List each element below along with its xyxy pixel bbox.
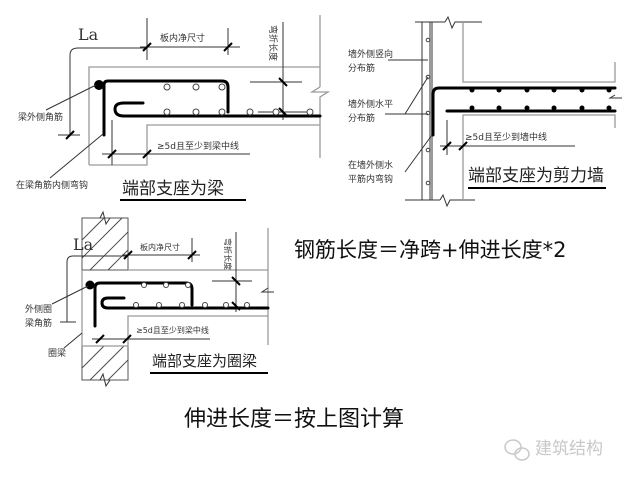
- watermark: 建筑结构: [504, 439, 603, 461]
- ringbeam-bend-length-label: 弯折长度: [223, 238, 233, 270]
- la-label: La: [78, 25, 99, 44]
- caption-beam: 端部支座为梁: [122, 179, 224, 199]
- outer-corner-label-1: 外侧圈: [25, 303, 52, 315]
- anchor-label: ≥5d且至少到梁中线: [157, 140, 239, 152]
- wall-hook-label-2: 平筋内弯钩: [348, 173, 393, 185]
- ringbeam-corner-bar: [85, 280, 95, 290]
- diagram-ringbeam-support: La 板内净尺寸 弯折长度 ≥5d且至少到梁中线 外侧圈 梁角筋 圈梁 端部: [25, 210, 274, 388]
- break-symbol: [309, 86, 331, 158]
- diagram-wall-support: ≥5d且至少到墙中线 墙外侧竖向 分布筋 墙外侧水平 分布筋 在墙外侧水 平筋内…: [348, 15, 622, 208]
- masonry-wall-bottom: [81, 345, 129, 381]
- ringbeam-outline-bottom: [81, 270, 268, 347]
- formula-secondary: 伸进长度＝按上图计算: [184, 407, 404, 432]
- formula-main: 钢筋长度＝净跨+伸进长度*2: [294, 238, 566, 262]
- wall-slab-outline-top: [462, 22, 616, 83]
- outer-corner-label-2: 梁角筋: [25, 317, 52, 329]
- ringbeam-top-rebar: [93, 281, 194, 328]
- ringbeam-la-label: La: [73, 235, 94, 254]
- wall-top-rebar: [431, 86, 617, 137]
- beam-outline-bottom: [89, 124, 320, 166]
- slab-clear-label: 板内净尺寸: [160, 32, 205, 44]
- caption-ringbeam: 端部支座为圈梁: [152, 352, 257, 370]
- wall-horizontal-label-2: 分布筋: [348, 112, 375, 124]
- ringbeam-anchor-label: ≥5d且至少到梁中线: [136, 325, 209, 335]
- wall-rebar-dots: [469, 87, 612, 111]
- ringbeam-bottom-rebar: [100, 296, 270, 310]
- ringbeam-slab-clear-label: 板内净尺寸: [140, 242, 180, 252]
- diagram-beam-support: La 板内净尺寸 弯折长度 ≥5d且至少到梁中线: [16, 15, 331, 201]
- masonry-wall-top: [81, 217, 129, 271]
- wall-vertical-label-2: 分布筋: [348, 62, 375, 74]
- corner-bar: [94, 80, 104, 90]
- top-rebar: [102, 79, 230, 137]
- bend-length-label: 弯折长度: [267, 25, 279, 61]
- wall-slab-outline-bottom: [462, 114, 616, 200]
- wechat-icon: [504, 439, 530, 461]
- wall-vertical-label-1: 墙外侧竖向: [348, 48, 393, 60]
- la-dimension-line: [69, 47, 147, 135]
- beam-outline-top: [88, 66, 320, 165]
- wall-horizontal-label-1: 墙外侧水平: [348, 98, 393, 110]
- bottom-rebar-hook: [113, 101, 322, 118]
- watermark-text: 建筑结构: [535, 439, 603, 459]
- ring-beam-label: 圈梁: [48, 347, 66, 359]
- beam-outer-corner-label: 梁外侧角筋: [18, 111, 63, 123]
- hook-inside-label: 在梁角筋内侧弯钩: [16, 179, 88, 191]
- caption-wall: 端部支座为剪力墙: [468, 166, 604, 186]
- wall-anchor-label: ≥5d且至少到墙中线: [465, 131, 547, 143]
- wall-hook-label-1: 在墙外侧水: [348, 159, 393, 171]
